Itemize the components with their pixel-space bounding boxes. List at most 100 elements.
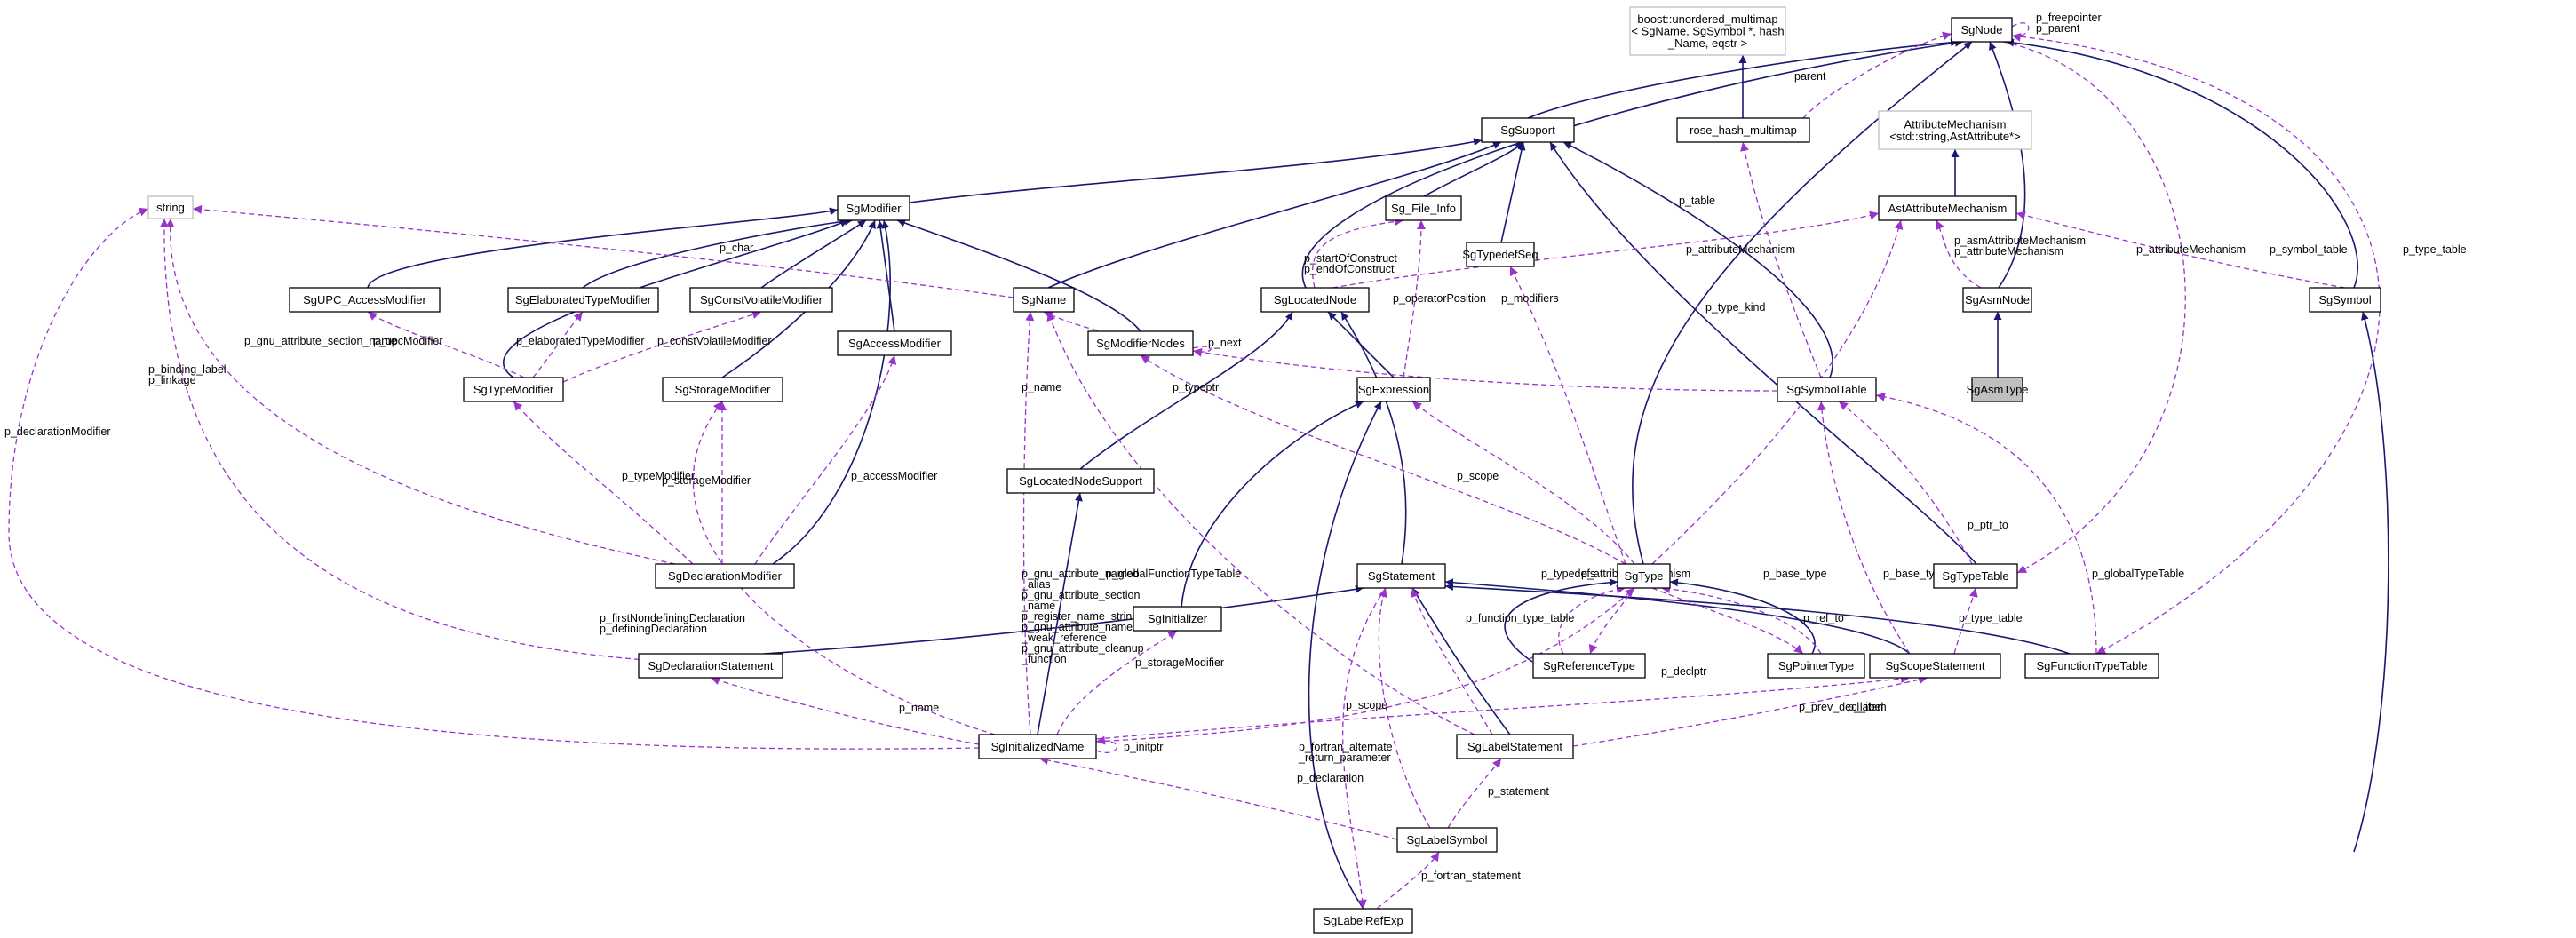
node-SgModifierNodes[interactable]: SgModifierNodes [1087,330,1194,356]
node-SgElaborated[interactable]: SgElaboratedTypeModifier [507,287,659,313]
edge-label: p_asmAttributeMechanism [1954,234,2086,247]
edge-label: p_globalTypeTable [2092,568,2184,580]
node-SgFileInfo[interactable]: Sg_File_Info [1385,195,1462,221]
node-SgSymbolTable[interactable]: SgSymbolTable [1777,377,1877,402]
node-SgPointerType[interactable]: SgPointerType [1767,653,1865,679]
edge-label: p_elaboratedTypeModifier [516,335,645,347]
node-SgType[interactable]: SgType [1617,563,1671,589]
node-label: SgSupport [1500,123,1555,137]
node-label: SgSymbolTable [1786,383,1866,396]
node-SgTypeModifier[interactable]: SgTypeModifier [463,377,564,402]
edge-label: p_type_kind [1705,301,1765,314]
node-label: SgModifierNodes [1096,337,1185,350]
usage-edge-SgType-to-SgExpression [1651,219,1904,565]
usage-edge-SgDeclarationStatement-to-SgDeclarationStatement [692,401,996,735]
inheritance-edge-SgAsmNode-to-SgNode [1989,41,2026,289]
edge-label: p_name [1022,381,1061,393]
usage-edge-SgLabelStatement-to-SgScopeStatement [1378,587,1431,829]
inheritance-edge-SgAccessModifier-to-SgModifier [876,219,895,332]
node-box [1878,195,2017,221]
edge-label: p_function_type_table [1466,612,1574,624]
node-SgModifier[interactable]: SgModifier [837,195,910,221]
node-box [1933,563,2018,589]
node-SgLabelStatement[interactable]: SgLabelStatement [1456,734,1574,759]
node-SgDeclarationModifier[interactable]: SgDeclarationModifier [655,563,795,589]
node-SgAccessModifier[interactable]: SgAccessModifier [837,330,952,356]
usage-edge-SgLabelSymbol-to-SgInitializedName [1342,587,1387,910]
usage-edge-SgDeclarationModifier-to-string [165,218,676,565]
node-box [1396,827,1498,853]
edge-label: p_label [1848,701,1883,713]
usage-edge-SgAsmNode-to-AstAttributeMechanism [1936,219,1982,289]
node-label: SgPointerType [1778,659,1854,672]
node-SgLocatedNode[interactable]: SgLocatedNode [1260,287,1370,313]
node-SgUPC[interactable]: SgUPC_AccessModifier [289,287,441,313]
edge-label: p_accessModifier [851,470,937,482]
usage-edge-SgScopeStatement-to-SgSymbolTable [2002,41,2186,574]
node-SgInitializer[interactable]: SgInitializer [1133,606,1222,632]
node-SgConstVolatile[interactable]: SgConstVolatileModifier [689,287,833,313]
node-SgInitializedName[interactable]: SgInitializedName [978,734,1097,759]
node-label: SgLabelRefExp [1323,914,1403,927]
node-label: SgType [1624,569,1663,583]
edge-label: p_symbol_table [2270,243,2348,256]
node-box [1356,563,1446,589]
node-label: SgName [1022,293,1067,306]
node-SgLabelSymbol[interactable]: SgLabelSymbol [1396,827,1498,853]
node-SgStatement[interactable]: SgStatement [1356,563,1446,589]
node-SgLabelRefExp[interactable]: SgLabelRefExp [1313,908,1413,934]
edge-label: parent [1794,70,1826,83]
inheritance-edge-SgDeclarationStatement-to-SgStatement [763,584,1364,655]
node-box [1767,653,1865,679]
inheritance-edge-SgLocatedNode-to-SgNode [1301,38,1964,289]
inheritance-edge-SgType-to-SgNode [1632,41,1973,565]
inheritance-edge-SgLabelSymbol-to-SgSymbol [2353,311,2389,853]
node-SgStorageModifier[interactable]: SgStorageModifier [662,377,783,402]
node-multimap[interactable]: boost::unordered_multimap< SgName, SgSym… [1629,6,1786,56]
edge-label: p_base_type [1763,568,1827,580]
node-SgAsmNode[interactable]: SgAsmNode [1962,287,2032,313]
node-SgSupport[interactable]: SgSupport [1481,117,1575,143]
usage-edge-SgNode-to-SgNode [2011,22,2030,42]
node-AttributeMechanism[interactable]: AttributeMechanism<std::string,AstAttrib… [1878,110,2032,150]
edge-label: p_gnu_attribute_named [1022,621,1139,633]
node-string[interactable]: string [147,195,194,219]
node-SgTypeTable[interactable]: SgTypeTable [1933,563,2018,589]
node-label: SgInitializedName [991,740,1085,753]
node-label: <std::string,AstAttribute*> [1889,130,2020,143]
node-SgAsmType[interactable]: SgAsmType [1966,377,2029,402]
edge-label: _name [1021,600,1055,612]
node-label: SgTypedefSeq [1462,248,1538,261]
usage-edge-SgLabelStatement-to-SgName [1572,675,1928,747]
node-box [1869,653,2001,679]
node-SgDeclarationStatement[interactable]: SgDeclarationStatement [638,653,783,679]
node-box [1313,908,1413,934]
node-box [2024,653,2159,679]
inheritance-edge-SgSymbolTable-to-SgSupport [1562,141,1833,378]
node-SgNode[interactable]: SgNode [1951,17,2013,43]
node-SgName[interactable]: SgName [1013,287,1075,313]
edge-label: p_typedefs [1541,568,1595,580]
node-SgReferenceType[interactable]: SgReferenceType [1532,653,1646,679]
edge-label: p_scope [1457,470,1499,482]
usage-edge-SgTypeModifier-to-SgConstVolatile [562,310,762,383]
node-SgLocatedNodeSupport[interactable]: SgLocatedNodeSupport [1006,468,1155,494]
inheritance-edge-SgLabelRefExp-to-SgExpression [1308,401,1382,910]
node-SgFunctionTypeTable[interactable]: SgFunctionTypeTable [2024,653,2159,679]
edge-label: p_fortran_alternate [1299,741,1393,753]
node-SgSymbol[interactable]: SgSymbol [2309,287,2381,313]
node-SgTypedefSeq[interactable]: SgTypedefSeq [1462,242,1538,267]
node-label: SgLabelStatement [1467,740,1562,753]
node-SgExpression[interactable]: SgExpression [1356,377,1431,402]
node-SgScopeStatement[interactable]: SgScopeStatement [1869,653,2001,679]
edge-label: p_register_name_string [1022,610,1138,623]
node-rose_hash_multimap[interactable]: rose_hash_multimap [1676,117,1810,143]
node-box [689,287,833,313]
node-AstAttributeMechanism[interactable]: AstAttributeMechanism [1878,195,2017,221]
edge-label: p_typeptr [1173,381,1219,393]
node-label: SgNode [1961,23,2003,36]
edge-label: p_name [899,702,939,714]
node-box [507,287,659,313]
node-label: SgSymbol [2318,293,2371,306]
